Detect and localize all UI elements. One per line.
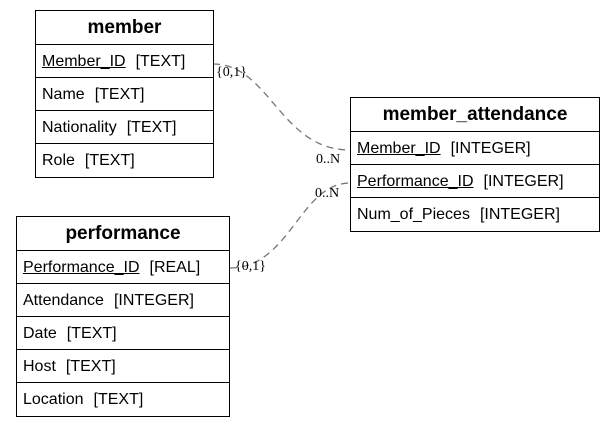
field-name: Location	[23, 391, 84, 408]
field-row: Name [TEXT]	[36, 78, 213, 111]
entity-title: member	[36, 11, 213, 45]
member-to-attendance-line	[212, 63, 351, 151]
field-type: [REAL]	[149, 259, 201, 276]
field-type: [TEXT]	[93, 391, 144, 408]
entity-title: performance	[17, 217, 229, 251]
field-type: [INTEGER]	[450, 140, 531, 157]
field-name: Attendance	[23, 292, 104, 309]
field-type: [TEXT]	[135, 53, 186, 70]
field-name: Member_ID	[357, 140, 441, 157]
field-type: [TEXT]	[66, 325, 117, 342]
field-type: [INTEGER]	[483, 173, 564, 190]
field-name: Name	[42, 86, 85, 103]
field-type: [INTEGER]	[113, 292, 194, 309]
field-name: Host	[23, 358, 56, 375]
entity-title: member_attendance	[351, 98, 599, 132]
field-row: Nationality [TEXT]	[36, 111, 213, 144]
cardinality-performance-side: {0,1}	[235, 259, 266, 274]
field-row: Attendance [INTEGER]	[17, 284, 229, 317]
field-row: Member_ID [INTEGER]	[351, 132, 599, 165]
field-type: [TEXT]	[126, 119, 177, 136]
field-type: [INTEGER]	[479, 206, 560, 223]
performance-to-attendance-line	[229, 182, 351, 269]
entity-member: member Member_ID [TEXT] Name [TEXT] Nation…	[35, 10, 214, 178]
field-name: Performance_ID	[23, 259, 140, 276]
entity-member-attendance: member_attendance Member_ID [INTEGER] Per…	[350, 97, 600, 232]
field-type: [TEXT]	[94, 86, 145, 103]
field-name: Date	[23, 325, 57, 342]
field-row: Num_of_Pieces [INTEGER]	[351, 198, 599, 231]
entity-performance: performance Performance_ID [REAL] Attenda…	[16, 216, 230, 417]
field-name: Num_of_Pieces	[357, 206, 470, 223]
field-name: Role	[42, 152, 75, 169]
field-row: Member_ID [TEXT]	[36, 45, 213, 78]
field-row: Performance_ID [INTEGER]	[351, 165, 599, 198]
field-row: Performance_ID [REAL]	[17, 251, 229, 284]
cardinality-attendance-member-side: 0..N	[316, 152, 341, 167]
cardinality-member-side: {0,1}	[216, 65, 247, 80]
field-row: Host [TEXT]	[17, 350, 229, 383]
field-name: Performance_ID	[357, 173, 474, 190]
cardinality-attendance-performance-side: 0..N	[315, 186, 340, 201]
field-row: Location [TEXT]	[17, 383, 229, 416]
field-type: [TEXT]	[65, 358, 116, 375]
field-row: Role [TEXT]	[36, 144, 213, 177]
field-type: [TEXT]	[84, 152, 135, 169]
field-name: Member_ID	[42, 53, 126, 70]
field-row: Date [TEXT]	[17, 317, 229, 350]
field-name: Nationality	[42, 119, 117, 136]
